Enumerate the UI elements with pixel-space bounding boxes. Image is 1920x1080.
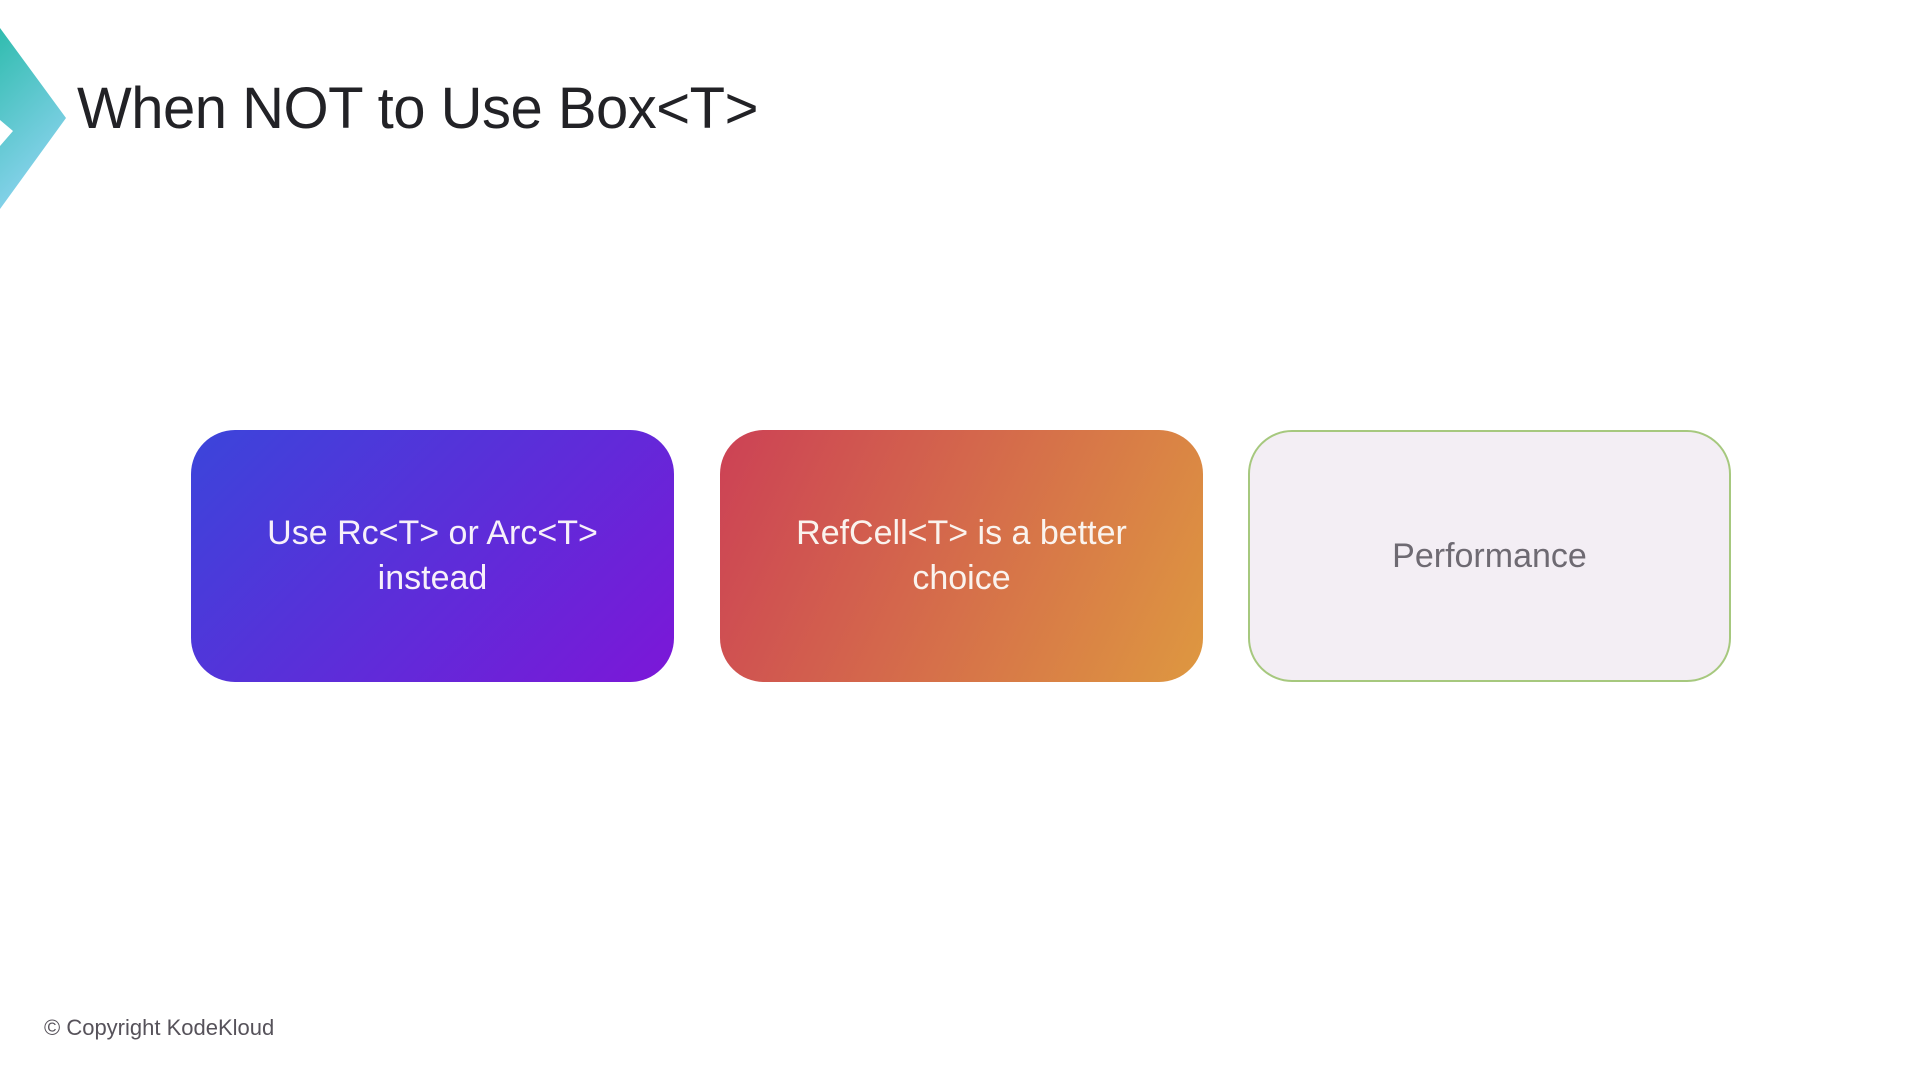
- card-performance: Performance: [1248, 430, 1731, 682]
- kodekloud-chevron-logo-icon: [0, 28, 66, 209]
- slide-title: When NOT to Use Box<T>: [77, 76, 758, 141]
- card-performance-label: Performance: [1392, 536, 1587, 575]
- card-refcell-better-choice-label: RefCell<T> is a better choice: [796, 514, 1127, 597]
- cards-row: Use Rc<T> or Arc<T> instead RefCell<T> i…: [0, 430, 1920, 682]
- card-refcell-better-choice: RefCell<T> is a better choice: [720, 430, 1203, 682]
- card-use-rc-arc-label: Use Rc<T> or Arc<T> instead: [267, 514, 598, 597]
- copyright-footer: © Copyright KodeKloud: [44, 1015, 275, 1040]
- card-use-rc-arc: Use Rc<T> or Arc<T> instead: [191, 430, 674, 682]
